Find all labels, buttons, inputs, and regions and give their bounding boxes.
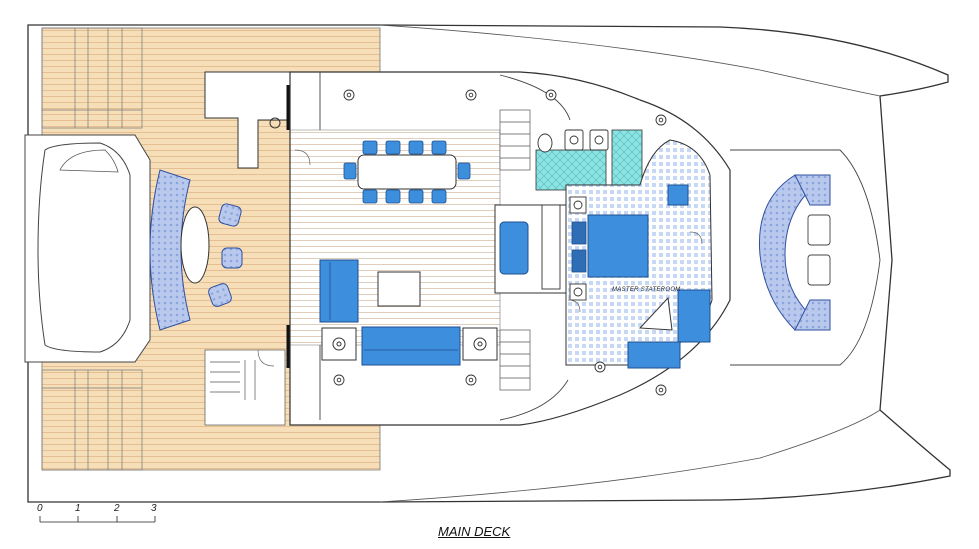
tv-unit: [541, 204, 561, 290]
transom-steps-top: [41, 27, 143, 129]
foredeck-cushion-bottom: [794, 299, 831, 331]
salon-end-tables: [321, 327, 498, 361]
stateroom-settee: [627, 341, 681, 369]
foredeck-sunpads: [807, 214, 831, 286]
scale-label-0: 0: [37, 503, 43, 514]
aft-stools: [208, 203, 243, 307]
foredeck-cushion-top: [794, 174, 831, 206]
tender-bow: [59, 149, 119, 173]
head-fixtures: [537, 129, 609, 153]
stateroom-vanity: [638, 296, 673, 331]
transom-steps-bottom: [41, 369, 143, 471]
aft-stairs: [204, 349, 286, 426]
superstructure-outline: [289, 71, 731, 426]
drawing-title: MAIN DECK: [438, 524, 511, 539]
master-bed: [587, 214, 649, 278]
foredeck-outline: [730, 149, 881, 366]
aft-cockpit-table: [180, 206, 210, 284]
stateroom-armchair-right: [677, 289, 711, 343]
deck-fittings: [333, 89, 667, 396]
salon-side-sofa: [319, 259, 359, 323]
wetbar-sink: [269, 117, 281, 129]
tender-boat: [37, 142, 131, 353]
scale-bar: [39, 516, 156, 523]
aft-settee: [149, 169, 191, 331]
dining-chairs: [343, 140, 471, 204]
bed-pillows: [571, 221, 587, 273]
nightstands: [569, 196, 587, 301]
salon-main-sofa: [361, 326, 461, 366]
scale-label-1: 1: [75, 503, 81, 514]
stateroom-chair: [667, 184, 689, 206]
scale-label-2: 2: [114, 503, 120, 514]
shower-tile: [611, 129, 643, 186]
salon-inner-wall: [319, 72, 571, 421]
scale-label-3: 3: [151, 503, 157, 514]
room-label-master-stateroom: MASTER STATEROOM: [612, 287, 681, 293]
bow-inner-line: [379, 24, 881, 503]
door-swings: [257, 149, 703, 367]
dining-table: [357, 154, 457, 190]
forward-stairs: [499, 109, 531, 391]
head-tile-floor: [535, 149, 607, 191]
salon-coffee-table: [377, 271, 421, 307]
salon-armchair: [499, 221, 529, 275]
